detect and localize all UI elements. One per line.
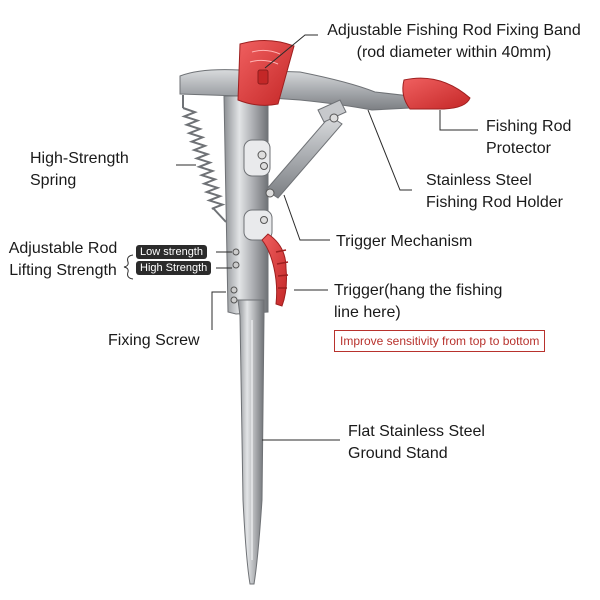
spring-label-line1: High-Strength — [30, 150, 129, 167]
holder-label: Stainless Steel Fishing Rod Holder — [426, 170, 563, 214]
fixing-screw-label: Fixing Screw — [108, 332, 200, 349]
band-label-line2: (rod diameter within 40mm) — [356, 44, 552, 61]
fixing-screw-callout-line — [211, 291, 226, 330]
callout-lines — [123, 34, 478, 441]
spring-label-line2: Spring — [30, 172, 77, 189]
protector-label: Fishing Rod Protector — [486, 116, 571, 160]
holder-label-line1: Stainless Steel — [426, 172, 532, 189]
rod-holder-arm — [179, 69, 411, 111]
protector-label-line1: Fishing Rod — [486, 118, 572, 135]
spring — [181, 95, 227, 223]
trigger-label-line2: line here) — [334, 304, 401, 321]
spring-label: High-Strength Spring — [30, 148, 129, 192]
low-strength-badge: Low strength — [136, 245, 207, 259]
rod-protector — [402, 77, 471, 110]
protector-label-line2: Protector — [486, 140, 551, 157]
trigger-mechanism-callout-line — [283, 194, 330, 241]
high-strength-badge: High Strength — [136, 261, 212, 275]
trigger-mechanism-label: Trigger Mechanism — [336, 233, 473, 250]
band-label-line1: Adjustable Fishing Rod Fixing Band — [327, 22, 581, 39]
holder-label-line2: Fishing Rod Holder — [426, 194, 563, 211]
lifting-strength-label: Adjustable Rod Lifting Strength — [2, 238, 124, 282]
band-label: Adjustable Fishing Rod Fixing Band (rod … — [318, 20, 590, 64]
lifting-strength-line1: Adjustable Rod — [8, 240, 118, 257]
holder-callout-line — [367, 109, 412, 191]
protector-callout-line — [439, 110, 478, 131]
trigger-label-line1: Trigger(hang the fishing — [334, 282, 503, 299]
trigger-linkage — [265, 99, 347, 199]
ground-stake — [237, 299, 265, 585]
band-callout-line — [264, 34, 318, 69]
frame-body — [223, 95, 273, 315]
red-trigger — [261, 233, 289, 307]
stand-label: Flat Stainless Steel Ground Stand — [348, 421, 485, 465]
adjustable-band — [237, 40, 295, 106]
stand-label-line2: Ground Stand — [348, 445, 448, 462]
trigger-label: Trigger(hang the fishing line here) — [334, 280, 502, 324]
stand-label-line1: Flat Stainless Steel — [348, 423, 485, 440]
lifting-strength-line2: Lifting Strength — [9, 262, 117, 279]
strength-brace — [123, 254, 134, 280]
sensitivity-note: Improve sensitivity from top to bottom — [334, 330, 546, 352]
